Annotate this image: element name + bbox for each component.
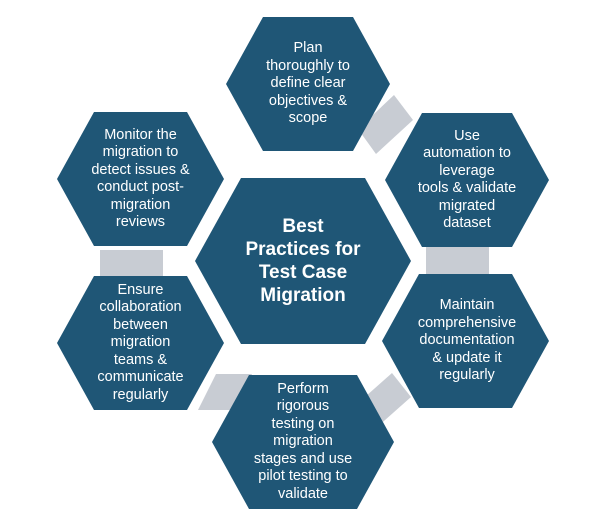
hexagon-automation [385, 113, 549, 247]
hexagon-layer [57, 17, 549, 509]
practice-plan: Plan thoroughly to define clear objectiv… [266, 40, 350, 127]
hexagon-collaboration [57, 276, 224, 410]
hexagon-center [195, 178, 411, 344]
practice-documentation: Maintain comprehensive documentation & u… [417, 297, 517, 384]
practice-collaboration: Ensure collaboration between migration t… [97, 281, 184, 403]
hexagon-plan [226, 17, 390, 151]
hexagon-testing [212, 375, 394, 509]
practice-testing: Perform rigorous testing on migration st… [253, 380, 353, 502]
connector-collaboration-monitor [100, 250, 163, 278]
connector-plan-automation [358, 95, 413, 154]
connector-automation-documentation [426, 242, 489, 278]
practice-monitor: Monitor the migration to detect issues &… [91, 126, 190, 231]
hexagon-monitor [57, 112, 224, 246]
practice-automation: Use automation to leverage tools & valid… [417, 127, 517, 232]
hexagon-documentation [382, 274, 549, 408]
center-title: Best Practices for Test Case Migration [245, 216, 361, 306]
